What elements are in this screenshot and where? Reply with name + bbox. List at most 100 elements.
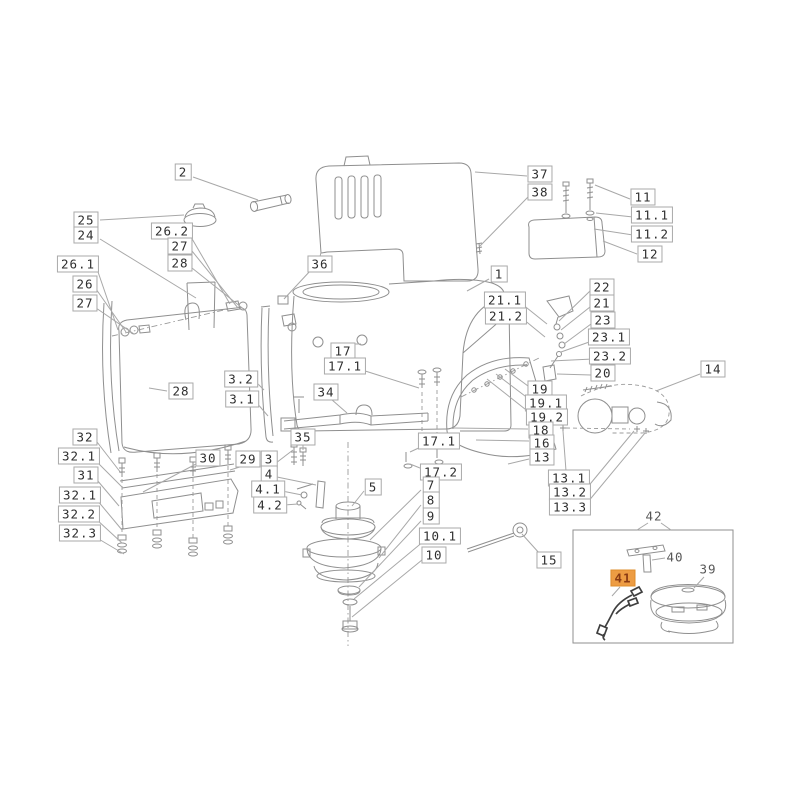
part-label-4.2[interactable]: 4.2	[253, 496, 287, 514]
part-label-26.1[interactable]: 26.1	[56, 255, 100, 273]
part-label-36[interactable]: 36	[307, 255, 333, 273]
part-label-13.1[interactable]: 13.1	[547, 469, 591, 487]
part-label-13[interactable]: 13	[529, 448, 555, 466]
leader-line-10	[351, 559, 423, 618]
part-label-20[interactable]: 20	[590, 364, 616, 382]
leader-line-10.1	[353, 540, 425, 600]
part-label-19.2[interactable]: 19.2	[525, 408, 569, 426]
leader-line-11	[594, 184, 631, 200]
leader-line-13	[507, 458, 530, 465]
part-label-5[interactable]: 5	[364, 478, 382, 496]
part-label-32[interactable]: 32	[72, 428, 98, 446]
leader-line-34	[330, 398, 348, 414]
part-label-31[interactable]: 31	[73, 466, 99, 484]
leader-line-20	[556, 373, 592, 376]
part-label-22[interactable]: 22	[589, 278, 615, 296]
part-label-28a[interactable]: 28	[167, 254, 193, 272]
part-label-17.1a[interactable]: 17.1	[323, 357, 367, 375]
part-label-27a[interactable]: 27	[167, 237, 193, 255]
muffler	[528, 178, 606, 260]
part-label-32.3[interactable]: 32.3	[58, 524, 102, 542]
part-label-35[interactable]: 35	[290, 428, 316, 446]
part-label-29[interactable]: 29	[235, 450, 261, 468]
leader-line-4.1	[281, 490, 303, 496]
part-label-15[interactable]: 15	[536, 551, 562, 569]
screw-column-1	[117, 457, 127, 554]
part-label-18[interactable]: 18	[528, 421, 554, 439]
part-label-10[interactable]: 10	[421, 546, 447, 564]
part-label-24[interactable]: 24	[73, 226, 99, 244]
part-label-4.1[interactable]: 4.1	[251, 480, 285, 498]
part-label-32.1b[interactable]: 32.1	[58, 486, 102, 504]
part-label-2[interactable]: 2	[174, 163, 192, 181]
part-label-17.1b[interactable]: 17.1	[417, 432, 461, 450]
part-label-13.2[interactable]: 13.2	[548, 483, 592, 501]
leader-line-1	[466, 278, 490, 292]
part-label-32.2[interactable]: 32.2	[57, 505, 101, 523]
part-label-37[interactable]: 37	[527, 165, 553, 183]
part-label-11[interactable]: 11	[630, 188, 656, 206]
part-label-39[interactable]: 39	[699, 561, 717, 577]
part-label-28b[interactable]: 28	[168, 382, 194, 400]
part-label-21.1[interactable]: 21.1	[483, 291, 527, 309]
part-label-16[interactable]: 16	[529, 434, 555, 452]
leader-line-21.1	[521, 303, 548, 325]
part-label-23.2[interactable]: 23.2	[588, 347, 632, 365]
leader-line-19	[504, 368, 529, 387]
leader-line-22	[558, 290, 591, 322]
leader-line-28b	[148, 387, 168, 392]
part-label-38[interactable]: 38	[527, 183, 553, 201]
leader-line-14	[655, 373, 701, 392]
fender-deflector	[446, 356, 557, 458]
part-label-14[interactable]: 14	[700, 360, 726, 378]
leader-line-40	[651, 557, 666, 561]
part-label-27b[interactable]: 27	[72, 294, 98, 312]
part-label-11.2[interactable]: 11.2	[630, 225, 674, 243]
part-label-19[interactable]: 19	[527, 380, 553, 398]
linkage-parts	[542, 295, 574, 382]
part-label-21[interactable]: 21	[589, 294, 615, 312]
deck-bracket	[117, 444, 239, 557]
part-label-10.1[interactable]: 10.1	[418, 527, 462, 545]
leader-line-32.2	[95, 518, 123, 544]
part-label-3.1[interactable]: 3.1	[225, 390, 259, 408]
leader-line-39	[693, 576, 705, 589]
part-label-17.2[interactable]: 17.2	[419, 463, 463, 481]
leader-line-23	[563, 323, 592, 345]
part-label-32.1a[interactable]: 32.1	[57, 447, 101, 465]
part-label-3[interactable]: 3	[260, 450, 278, 468]
clutch-39	[650, 584, 727, 634]
part-label-3.2[interactable]: 3.2	[224, 370, 258, 388]
leader-line-42	[660, 522, 672, 531]
part-label-26.2[interactable]: 26.2	[150, 222, 194, 240]
leader-line-32.1a	[95, 460, 124, 489]
part-label-21.2[interactable]: 21.2	[484, 307, 528, 325]
wire-41	[595, 585, 644, 641]
bolts-17	[403, 367, 444, 469]
part-label-8[interactable]: 8	[422, 491, 440, 509]
leader-line-32	[96, 441, 122, 474]
leader-line-24	[99, 238, 197, 299]
leader-line-5	[351, 490, 365, 507]
part-label-41[interactable]: 41	[610, 569, 636, 587]
leader-line-36	[283, 269, 312, 300]
part-label-1[interactable]: 1	[490, 265, 508, 283]
part-label-34[interactable]: 34	[313, 383, 339, 401]
part-label-11.1[interactable]: 11.1	[630, 206, 674, 224]
part-label-9[interactable]: 9	[422, 507, 440, 525]
intake-tube	[249, 194, 292, 212]
part-label-40[interactable]: 40	[666, 549, 684, 565]
part-label-26[interactable]: 26	[72, 275, 98, 293]
leader-lines	[95, 171, 705, 618]
part-label-12[interactable]: 12	[637, 245, 663, 263]
part-label-23[interactable]: 23	[590, 311, 616, 329]
leader-line-21	[560, 306, 591, 331]
part-label-23.1[interactable]: 23.1	[587, 328, 631, 346]
part-label-30[interactable]: 30	[195, 449, 221, 467]
part-label-42[interactable]: 42	[645, 508, 663, 524]
leader-line-37	[474, 171, 528, 177]
leader-line-16	[475, 439, 530, 442]
leader-line-9	[358, 520, 422, 588]
part-label-13.3[interactable]: 13.3	[548, 498, 592, 516]
